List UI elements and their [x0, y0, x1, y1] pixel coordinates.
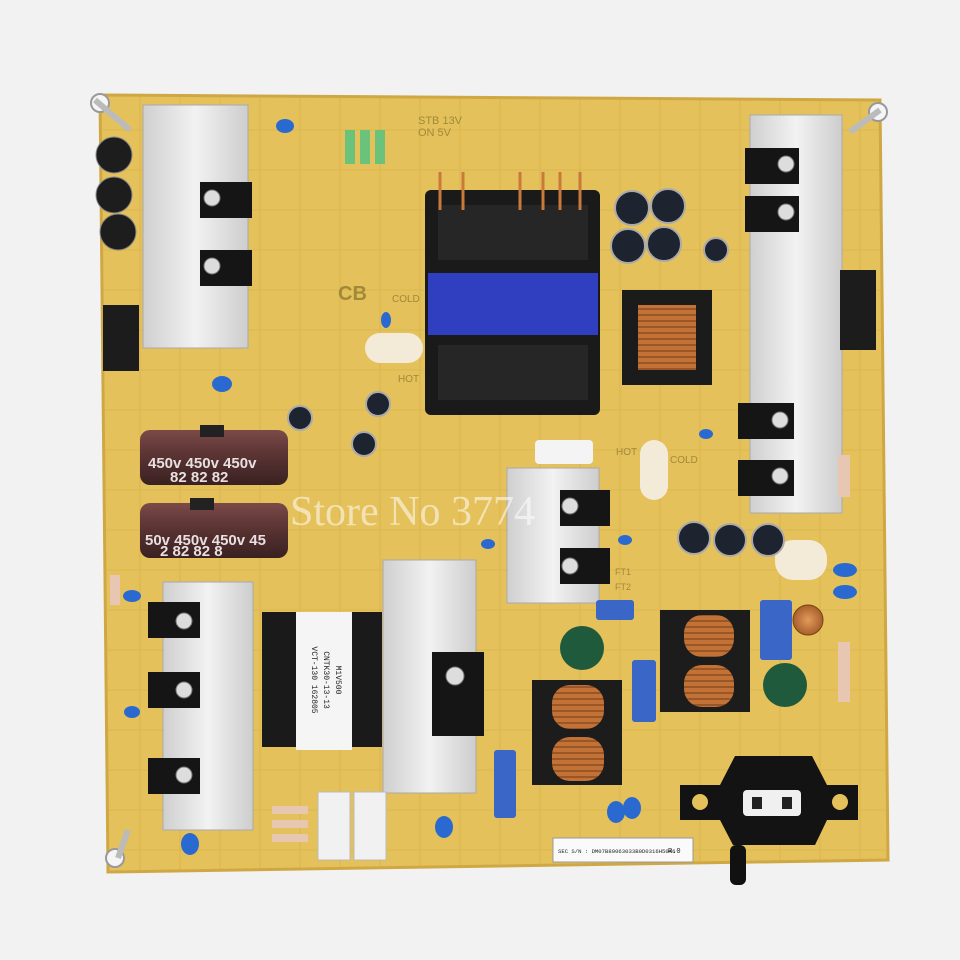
capacitor-rating-bottom: 50v 450v 450v 45 — [145, 532, 266, 549]
capacitor-value-bottom: 2 82 82 8 — [160, 543, 223, 560]
ceramic-capacitors — [123, 119, 857, 855]
heatsink-top-left — [142, 104, 252, 349]
ac-inlet — [680, 756, 858, 885]
small-capacitors-cluster — [287, 188, 785, 557]
serial-revision: R.0 — [668, 848, 681, 856]
marking-cold-left: COLD — [392, 294, 420, 305]
heatsink-right — [738, 114, 843, 514]
marking-ft2: FT2 — [615, 582, 631, 592]
isolation-slots — [365, 333, 827, 580]
cement-resistors — [317, 791, 387, 861]
small-transformer — [622, 290, 712, 385]
marking-standby: STB 13V — [418, 115, 463, 127]
pfc-transformer: VCT-130 162805 CNTK30-13-13 M1V500 — [262, 612, 382, 750]
heatsink-middle — [506, 467, 610, 604]
transformer-label-line2: CNTK30-13-13 — [321, 651, 330, 709]
bulk-capacitor-top: 450v 450v 450v 82 82 82 — [140, 425, 288, 486]
marking-ft1: FT1 — [615, 567, 631, 577]
x-capacitors — [494, 600, 792, 818]
transformer-label-line3: M1V500 — [333, 666, 342, 695]
capacitor-rating-top: 450v 450v 450v — [148, 455, 257, 472]
marking-cert: CB — [338, 283, 367, 305]
silkscreen-markings: STB 13V ON 5V CB COLD HOT HOT COLD FT1 F… — [338, 115, 698, 592]
serial-sticker: SEC S/N : DM07B89063033B0D0316H5046 R.0 — [552, 837, 694, 863]
small-capacitors-left — [95, 136, 137, 251]
marking-on-off: ON 5V — [418, 127, 452, 139]
marking-hot-left: HOT — [398, 374, 419, 385]
varistors — [560, 626, 807, 707]
capacitor-value-top: 82 82 82 — [170, 469, 228, 486]
emi-filter-coils — [532, 604, 824, 785]
heatsink-bottom-middle — [382, 559, 484, 794]
resistors — [110, 130, 850, 842]
marking-cold-right: COLD — [670, 455, 698, 466]
bulk-capacitor-bottom: 50v 450v 450v 45 2 82 82 8 — [140, 498, 288, 560]
store-watermark: Store No 3774 — [290, 489, 535, 535]
main-transformer — [425, 172, 600, 415]
heatsink-bottom-left — [148, 581, 254, 831]
marking-hot-right: HOT — [616, 447, 637, 458]
serial-number: SEC S/N : DM07B89063033B0D0316H5046 — [558, 848, 676, 855]
connectors — [103, 270, 876, 371]
transformer-label-line1: VCT-130 162805 — [309, 646, 318, 713]
